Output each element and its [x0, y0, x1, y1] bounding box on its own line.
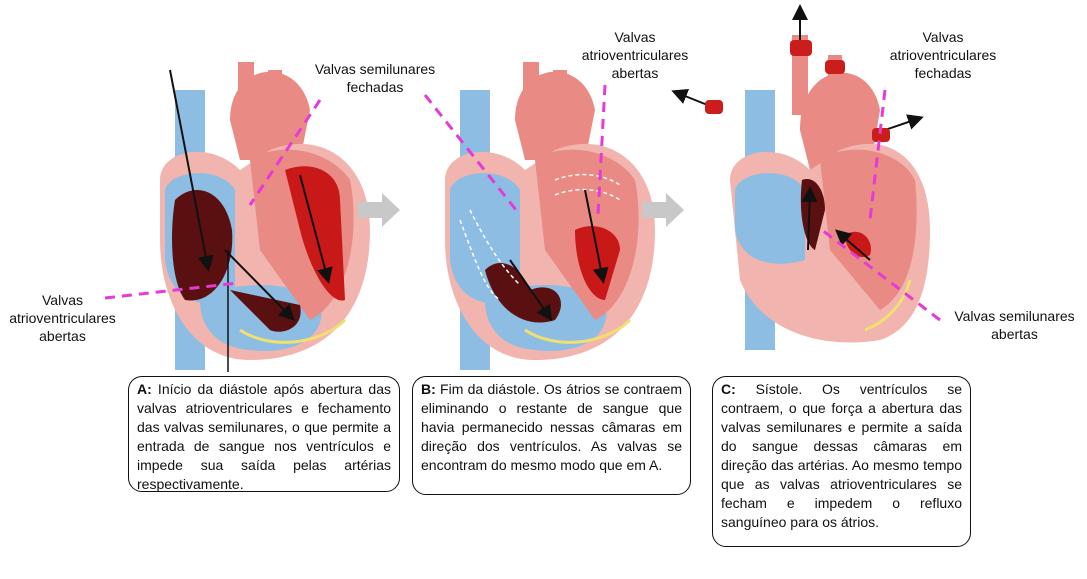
caption-tag: C:	[721, 381, 736, 397]
heart-c-systole	[671, 4, 930, 350]
label-line: Valvas	[922, 29, 964, 45]
caption-text: Sístole. Os ventrículos se contraem, o q…	[721, 381, 962, 530]
caption-tag: A:	[137, 381, 152, 397]
caption-a: A: Início da diástole após abertura das …	[128, 376, 400, 492]
label-line: Valvas semilunares	[314, 61, 436, 77]
transition-arrow-a-b	[358, 193, 400, 227]
label-av-open-b: Valvas atrioventriculares abertas	[565, 28, 705, 82]
label-av-open-a: Valvas atrioventriculares abertas	[0, 291, 125, 345]
label-line: Valvas semilunares	[954, 308, 1075, 324]
heart-a-diastole-start	[160, 62, 370, 372]
label-line: Valvas	[42, 292, 83, 308]
label-line: atrioventriculares	[889, 47, 997, 63]
caption-text: Fim da diástole. Os átrios se contraem e…	[421, 381, 682, 473]
label-av-closed-c: Valvas atrioventriculares fechadas	[873, 28, 1013, 82]
heart-b-diastole-end	[445, 62, 655, 370]
label-line: atrioventriculares	[9, 310, 116, 326]
caption-text: Início da diástole após abertura das val…	[137, 381, 391, 492]
caption-b: B: Fim da diástole. Os átrios se contrae…	[412, 376, 691, 495]
label-line: fechadas	[914, 65, 972, 81]
caption-tag: B:	[421, 381, 436, 397]
label-line: Valvas	[614, 29, 656, 45]
label-semilunar-closed: Valvas semilunares fechadas	[300, 60, 450, 96]
transition-arrow-b-c	[642, 193, 684, 227]
label-line: abertas	[39, 328, 86, 344]
label-line: atrioventriculares	[581, 47, 689, 63]
caption-c: C: Sístole. Os ventrículos se contraem, …	[712, 376, 971, 547]
pointer-lines	[104, 84, 941, 322]
label-semilunar-open-c: Valvas semilunares abertas	[942, 307, 1087, 343]
label-line: abertas	[611, 65, 659, 81]
label-line: fechadas	[346, 79, 404, 95]
label-line: abertas	[991, 326, 1038, 342]
